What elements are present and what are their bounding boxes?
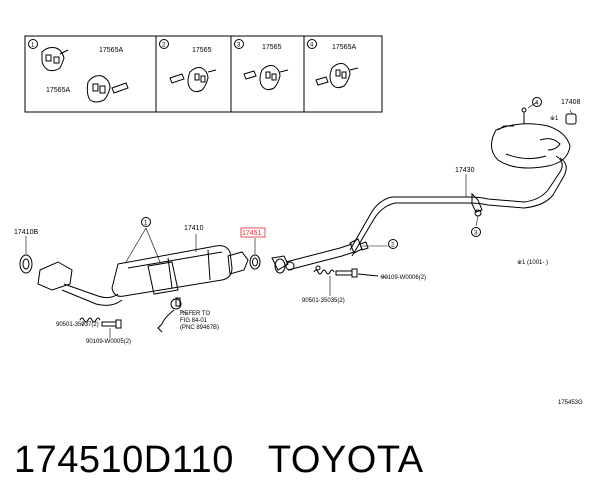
label-17430: 17430 bbox=[455, 167, 475, 174]
label-17408: 17408 bbox=[561, 99, 581, 106]
label-refer-3: (PNC 89467B) bbox=[180, 325, 219, 331]
hanger-17565A-b-icon bbox=[315, 63, 359, 89]
exhaust-system-diagram: 1 17565A 17565A 2 17565 3 17565 4 17565A… bbox=[14, 35, 583, 406]
callout-circle-1 bbox=[141, 217, 151, 227]
callout-circle-3 bbox=[471, 227, 481, 237]
tail-pipe-17430 bbox=[349, 155, 567, 257]
inset-label-1b: 17565A bbox=[46, 87, 70, 94]
label-17410: 17410 bbox=[184, 225, 204, 232]
leader-lines bbox=[25, 101, 573, 338]
catalytic-converter-17410 bbox=[37, 245, 249, 333]
hanger-17565-icon bbox=[169, 67, 217, 93]
inset-label-1a: 17565A bbox=[99, 47, 123, 54]
label-note: ※1 (1001- ) bbox=[517, 259, 548, 266]
highlight-box bbox=[240, 227, 266, 238]
callout-circle-2 bbox=[388, 239, 398, 249]
label-17451: 17451 bbox=[242, 230, 262, 237]
hanger-17565A-lower-icon bbox=[86, 75, 129, 103]
callout-num-3: 3 bbox=[474, 231, 478, 237]
callout-circle-4 bbox=[532, 97, 542, 107]
inset-num-1: 1 bbox=[31, 43, 35, 49]
inset-panel-4 bbox=[303, 35, 383, 113]
callout-num-1: 1 bbox=[144, 221, 148, 227]
inset-label-3: 17565 bbox=[262, 44, 282, 51]
label-17410B: 17410B bbox=[14, 229, 38, 236]
label-spring-right: 90501-35035(2) bbox=[302, 298, 345, 304]
gasket-17410B bbox=[19, 254, 33, 274]
inset-num-4: 4 bbox=[310, 43, 314, 49]
label-star1: ※1 bbox=[550, 115, 559, 122]
label-bolt-left: 90109-W0005(2) bbox=[86, 339, 131, 345]
part-caption: 174510D110 TOYOTA bbox=[14, 432, 424, 488]
part-number: 174510D110 bbox=[14, 439, 234, 481]
spring-bolt-left bbox=[79, 317, 122, 329]
label-refer-2: FIG 84-01 bbox=[180, 318, 208, 324]
label-bolt-right: 90109-W0006(2) bbox=[381, 275, 426, 281]
inset-num-2: 2 bbox=[162, 43, 166, 49]
muffler bbox=[491, 107, 577, 169]
inset-label-4: 17565A bbox=[332, 44, 356, 51]
label-refer-1: REFER TO bbox=[180, 311, 210, 317]
label-spring-left: 90501-35037(2) bbox=[56, 322, 99, 328]
hanger-17565-b-icon bbox=[243, 65, 289, 91]
hanger-17565A-icon bbox=[41, 47, 69, 72]
callout-num-2: 2 bbox=[391, 243, 395, 249]
inset-label-2: 17565 bbox=[192, 47, 212, 54]
spring-bolt-right bbox=[313, 268, 379, 278]
callout-num-4: 4 bbox=[535, 101, 539, 107]
inset-num-3: 3 bbox=[237, 43, 241, 49]
label-fig-code: 175453G bbox=[558, 400, 583, 406]
inset-panel-1 bbox=[24, 35, 157, 113]
gasket-17451 bbox=[249, 254, 261, 270]
brand-name: TOYOTA bbox=[267, 439, 424, 481]
center-pipe bbox=[271, 238, 369, 274]
